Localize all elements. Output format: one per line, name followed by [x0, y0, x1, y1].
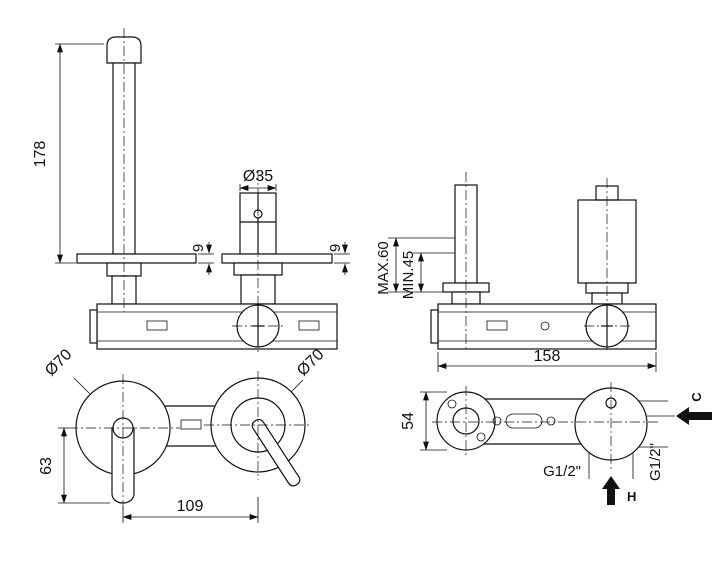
mounting-slot	[180, 419, 202, 430]
view-back: 54 G1/2" H G1/2" C	[400, 382, 712, 505]
mounting-slot	[146, 320, 168, 331]
hot-label: H	[627, 489, 636, 504]
cold-label: C	[689, 392, 704, 402]
body-screw	[540, 321, 550, 331]
dim-min45-label: MIN.45	[400, 251, 417, 299]
body-between-escutcheons	[164, 405, 216, 447]
fixing-screw	[447, 399, 457, 409]
view-side-elevation: 178 Ø35 9 9	[32, 28, 350, 352]
dim-158-label: 158	[534, 348, 561, 365]
view-embed-depth: MAX.60 MIN.45 158	[375, 172, 657, 372]
dim-o70-right-label: Ø70	[294, 346, 327, 379]
cold-arrow-icon	[676, 407, 712, 425]
body-end-cap	[89, 309, 98, 344]
dim-o35: Ø35	[239, 168, 277, 191]
dim-o70-right: Ø70	[290, 346, 328, 393]
handle-assembly	[221, 192, 333, 305]
dim-o70-left: Ø70	[42, 346, 91, 395]
handle-escutcheon-edge	[221, 253, 333, 264]
body-housing	[96, 303, 338, 350]
dim-o35-label: Ø35	[243, 168, 273, 185]
dim-63: 63	[38, 427, 110, 504]
dim-158: 158	[437, 348, 657, 372]
fixing-screw	[546, 416, 556, 426]
dim-178-label: 178	[32, 141, 49, 168]
hot-arrow-icon	[602, 476, 620, 505]
dim-9-spout-label: 9	[190, 244, 207, 252]
mounting-slot	[486, 320, 508, 331]
body-end-cap	[430, 309, 439, 344]
dim-63-label: 63	[38, 457, 55, 475]
wall-body-side	[89, 303, 338, 350]
mounting-slot	[298, 320, 320, 331]
dim-109-label: 109	[177, 498, 204, 515]
fixing-screw	[476, 432, 486, 442]
thread-bottom-label: G1/2"	[543, 463, 581, 480]
dim-o70-left-label: Ø70	[42, 346, 75, 379]
dim-min45: MIN.45	[400, 251, 455, 299]
spout-assembly	[76, 36, 197, 305]
dim-max60-label: MAX.60	[375, 241, 392, 294]
handle-lever	[251, 418, 301, 487]
fixing-screw	[492, 416, 502, 426]
hot-connection: G1/2" H	[543, 453, 636, 505]
thread-side-label: G1/2"	[647, 443, 664, 481]
view-front: Ø70 Ø70 63 109	[38, 346, 328, 523]
cold-connection: G1/2" C	[639, 392, 712, 481]
centerlines-depth	[465, 172, 630, 352]
dim-9-spout: 9	[190, 242, 214, 275]
dim-9-handle-label: 9	[327, 244, 344, 252]
body-back-details	[447, 397, 617, 442]
centerlines-front	[68, 371, 312, 510]
wall-body-depth	[430, 303, 657, 350]
dim-109: 109	[122, 497, 259, 523]
dim-178: 178	[32, 43, 104, 264]
mounting-slot	[505, 413, 543, 429]
dim-max60: MAX.60	[375, 237, 455, 295]
dim-54: 54	[400, 391, 447, 451]
centerlines-back	[432, 382, 658, 472]
dim-9-handle: 9	[327, 242, 350, 275]
spout-escutcheon-edge	[76, 253, 197, 264]
centerlines-side	[123, 28, 284, 352]
dim-54-label: 54	[400, 412, 417, 430]
